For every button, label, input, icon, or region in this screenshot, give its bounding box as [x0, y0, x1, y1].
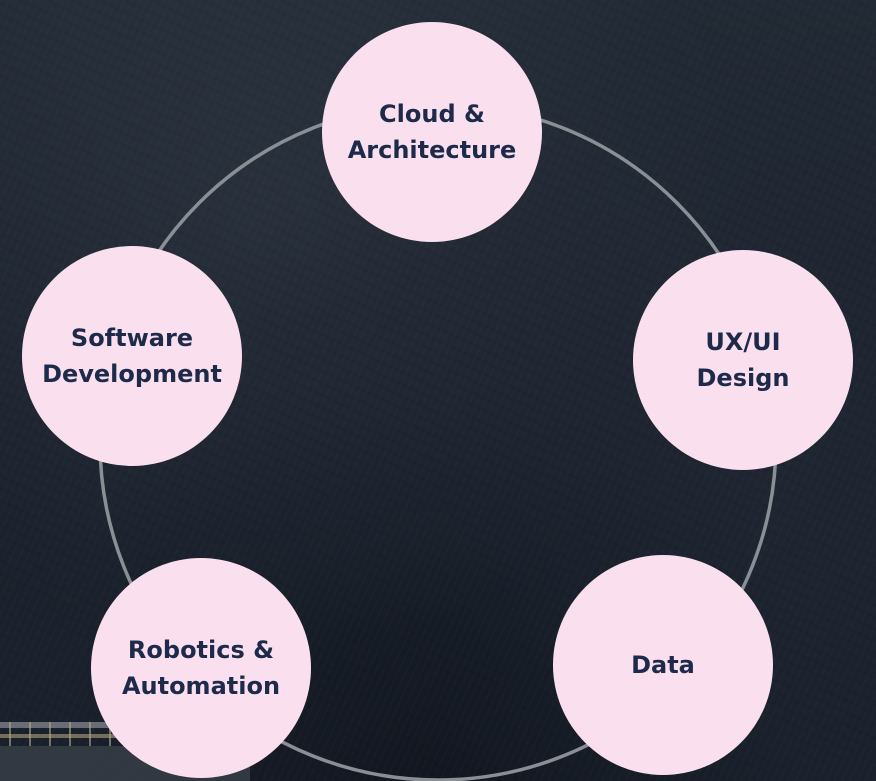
node-label: Data — [631, 651, 695, 679]
node-label: Software Development — [42, 324, 222, 388]
cycle-node-robotics-automation: Robotics & Automation — [91, 558, 311, 778]
cycle-node-software-development: Software Development — [22, 246, 242, 466]
cycle-node-data: Data — [553, 555, 773, 775]
node-label: Cloud & Architecture — [347, 100, 517, 164]
cycle-node-cloud-architecture: Cloud & Architecture — [322, 22, 542, 242]
cycle-node-ux-ui-design: UX/UI Design — [633, 250, 853, 470]
node-label: UX/UI Design — [696, 328, 790, 392]
node-label: Robotics & Automation — [121, 636, 281, 700]
